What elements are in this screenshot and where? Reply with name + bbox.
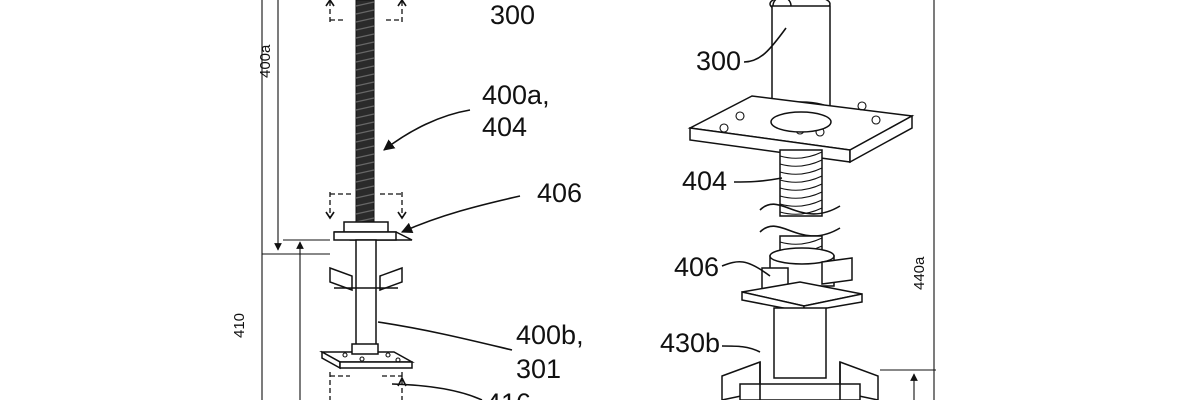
- leader-lines-right: [721, 27, 787, 353]
- label-406-right: 406: [674, 252, 719, 282]
- motion-arrows-top: [325, 0, 407, 22]
- label-dim-410: 410: [231, 313, 248, 338]
- left-assembly: [261, 0, 521, 400]
- bracket-430b: [721, 360, 879, 400]
- right-assembly: [687, 0, 936, 400]
- label-400a-404-line2: 404: [482, 112, 527, 142]
- dimension-440a: [880, 0, 936, 400]
- label-400b-301-line2: 301: [516, 354, 561, 384]
- motion-arrows-bottom: [329, 372, 407, 400]
- label-400b-301-line1: 400b,: [516, 320, 584, 350]
- tube-400b: [355, 239, 377, 351]
- label-416: 416: [486, 388, 531, 400]
- nut-plate-406: [333, 221, 413, 241]
- label-dim-400a: 400a: [257, 44, 274, 78]
- labels: 300 400a, 404 406 400b, 301 416 300 404 …: [231, 0, 928, 400]
- motion-arrows-middle: [325, 192, 407, 220]
- dimension-400a: [262, 0, 330, 255]
- bracket-clips: [329, 266, 403, 292]
- dimension-410: [261, 0, 330, 400]
- threaded-shaft-404: [759, 149, 841, 261]
- leader-lines-left: [377, 109, 521, 400]
- label-dim-440a: 440a: [911, 256, 928, 290]
- label-300-top: 300: [490, 0, 535, 30]
- label-430b: 430b: [660, 328, 720, 358]
- label-406-left: 406: [537, 178, 582, 208]
- label-404-right: 404: [682, 166, 727, 196]
- label-300-right: 300: [696, 46, 741, 76]
- lower-tube: [773, 307, 827, 379]
- base-plate-left: [319, 343, 415, 370]
- label-400a-404-line1: 400a,: [482, 80, 550, 110]
- threaded-rod: [355, 0, 375, 229]
